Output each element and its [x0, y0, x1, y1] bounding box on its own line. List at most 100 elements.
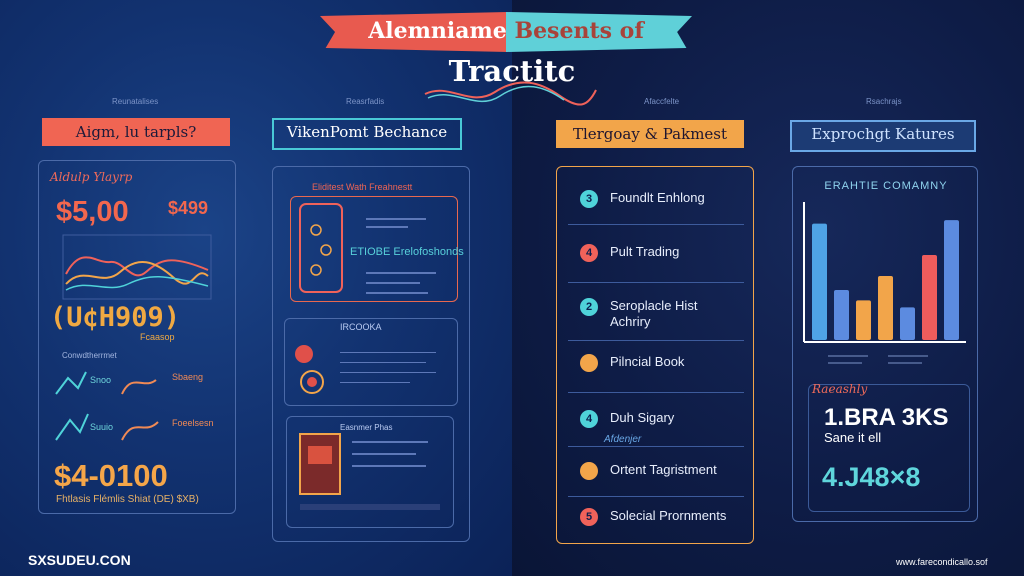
text-line [340, 352, 436, 353]
background-right [512, 0, 1024, 576]
title-banner: Alemniame Besents of [320, 12, 692, 52]
list-item: 3 Foundlt Enhlong [572, 186, 742, 214]
banner-right-ribbon [506, 12, 692, 52]
list-item: 4 Pult Trading [572, 240, 742, 268]
small-heading-1: Reunatalises [112, 97, 159, 106]
panel-column-2 [272, 166, 470, 542]
price-tertiary: $4-0100 [54, 458, 168, 493]
mini-label-1: Snoo [90, 375, 112, 385]
panel-column-3 [556, 166, 754, 544]
stat-secondary: 4.J48×8 [822, 462, 921, 492]
list-item-number: 4 [580, 244, 598, 262]
scribble-text: Aldulp Ylayrp [50, 170, 133, 184]
list-item-label: Duh Sigary [610, 410, 675, 425]
list-scribble: Afdenjer [604, 434, 642, 445]
text-line [340, 382, 410, 383]
price-primary: $5,00 [56, 196, 129, 228]
list-item-label: Seroplacle Hist Achriry [610, 298, 698, 329]
chart-bar-1 [812, 223, 827, 340]
subpanel-1-text: ETIOBE Erelofoshonds [350, 246, 464, 258]
background-left [0, 0, 512, 576]
footer-url[interactable]: www.farecondicallo.sof [896, 557, 988, 567]
chart-bar-6 [922, 255, 937, 340]
list-item: 2 Seroplacle Hist Achriry [572, 294, 742, 334]
chart-bar-7 [944, 220, 959, 340]
list-separator [568, 340, 744, 341]
stat-primary: 1.BRA 3KS [824, 404, 949, 431]
list-item-number: 5 [580, 508, 598, 526]
bar-chart [803, 202, 966, 343]
list-item: 5 Solecial Prornments [572, 504, 742, 532]
list-item-label: Ortent Tagristment [610, 462, 717, 477]
decorative-swirl [424, 81, 597, 106]
text-line [366, 292, 428, 294]
banner-title-part2: Besents of [514, 18, 644, 44]
chart-bar-4 [878, 276, 893, 340]
column-header-2: VikenPomt Bechance [272, 118, 462, 150]
chart-bar-2 [834, 289, 849, 340]
banner-left-ribbon [320, 12, 508, 52]
list-separator [568, 392, 744, 393]
list-item-number: 4 [580, 410, 598, 428]
mini-label-3: Suuio [90, 422, 114, 432]
list-item-label: Pilncial Book [610, 354, 685, 369]
price-secondary: $499 [168, 198, 209, 218]
subpanel-3-title: Easnmer Phas [340, 423, 393, 432]
panel-column-4 [792, 166, 978, 522]
list-item-label: Solecial Prornments [610, 508, 727, 523]
list-item-number [580, 462, 598, 480]
list-item-number: 3 [580, 190, 598, 208]
brand-logo[interactable]: SXSUDEU.CON [28, 552, 131, 568]
subpanel-2-title: IRCOOKA [340, 322, 382, 332]
phone-icon [299, 203, 343, 293]
text-line [366, 218, 426, 220]
code-figure: (U¢H909) [50, 302, 181, 333]
list-item-label: Pult Trading [610, 244, 680, 259]
chart-bar-3 [856, 300, 871, 340]
stats-scribble: Raeashly [812, 382, 868, 396]
list-separator [568, 224, 744, 225]
subpanel-2 [284, 318, 458, 406]
list-separator [568, 282, 744, 283]
avatar-icons [295, 345, 324, 394]
document-mock-graphic [299, 433, 440, 510]
chart-caption-lines [828, 355, 928, 364]
small-heading-2: Reasrfadis [346, 97, 385, 106]
chart-bar-5 [900, 307, 915, 340]
text-line [340, 362, 426, 363]
column-header-1: Aigm, lu tarpls? [42, 118, 230, 146]
list-item-label: Foundlt Enhlong [610, 190, 705, 205]
code-caption: Fcaasop [140, 332, 175, 342]
line-chart-graphic [62, 234, 212, 300]
mini-label-4: Foeelsesn [172, 418, 214, 428]
column-header-4: Exprochgt Katures [790, 120, 976, 152]
text-line [366, 282, 420, 284]
list-item: Ortent Tagristment [572, 458, 742, 486]
text-line [366, 272, 436, 274]
page-subtitle: Tractitc [448, 54, 576, 88]
list-item-number: 2 [580, 298, 598, 316]
subpanel-3 [286, 416, 454, 528]
banner-title-part1: Alemniame [368, 18, 507, 44]
chart-title: ERAHTIE COMAMNY [824, 180, 948, 192]
section-label: Conwdtherrmet [62, 351, 117, 360]
list-item: Pilncial Book [572, 350, 742, 378]
small-heading-3: Afaccfelte [644, 97, 680, 106]
column-header-3: Tlergoay & Pakmest [556, 120, 744, 148]
list-separator [568, 496, 744, 497]
text-line [366, 226, 408, 228]
mini-charts-graphic [55, 371, 159, 441]
list-item: 4 Duh Sigary [572, 406, 742, 434]
panel-column-1 [38, 160, 236, 514]
list-separator [568, 446, 744, 447]
small-heading-4: Rsachrajs [866, 97, 902, 106]
stats-panel [808, 384, 970, 512]
list-item-number [580, 354, 598, 372]
text-line [340, 372, 436, 373]
subpanel-phone [290, 196, 458, 302]
column-1-footnote: Fhtlasis Flémlis Shiat (DE) $XB) [56, 494, 199, 505]
subpanel-1-title: Eliditest Wath Freahnestt [312, 182, 413, 192]
mini-label-2: Sbaeng [172, 372, 204, 382]
banner-title: Alemniame Besents of [320, 18, 692, 44]
stat-caption: Sane it ell [824, 430, 882, 445]
